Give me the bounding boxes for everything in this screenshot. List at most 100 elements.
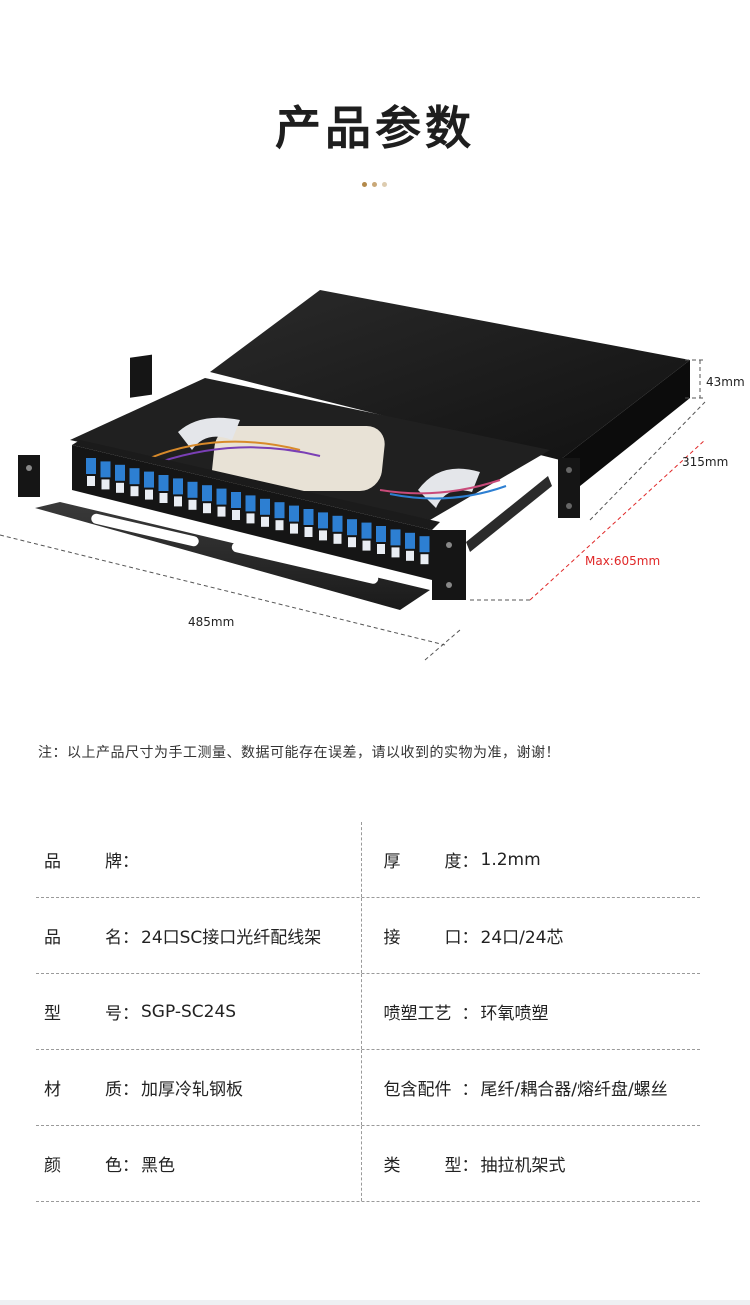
- sc-port-cap: [87, 476, 95, 486]
- spec-key-char: 牌: [105, 852, 122, 872]
- spec-key-char: 型: [44, 1004, 61, 1024]
- spec-key-char: 厚: [383, 852, 401, 872]
- sc-port-row: [86, 458, 430, 565]
- spec-key-char: 材: [44, 1080, 61, 1100]
- spec-value: 环氧喷塑: [480, 1004, 549, 1024]
- sc-port-cap: [116, 482, 124, 493]
- spec-value: 黑色: [141, 1156, 175, 1176]
- spec-value: SGP-SC24S: [141, 1001, 237, 1022]
- spec-value: 24口/24芯: [480, 928, 564, 948]
- spec-key: 接口: [384, 923, 462, 948]
- sc-port: [318, 512, 328, 529]
- max-length-dimension-label: Max:605mm: [585, 554, 660, 568]
- sc-port: [419, 536, 430, 553]
- chassis-side: [560, 360, 690, 502]
- page-title: 产品参数: [275, 101, 475, 155]
- sc-port-cap: [203, 503, 211, 514]
- sc-port-cap: [319, 530, 327, 541]
- spec-key: 品名: [44, 923, 122, 948]
- sc-port: [260, 498, 270, 515]
- sc-port-cap: [217, 506, 226, 517]
- spec-key-char: 型: [444, 1156, 462, 1176]
- sc-port: [231, 492, 241, 508]
- rack-ear-front-right: [432, 530, 466, 600]
- spec-cell-right: 接口：24口/24芯: [362, 898, 701, 973]
- spec-key-char: 包含配件: [383, 1080, 452, 1100]
- sc-port: [347, 519, 357, 536]
- sc-port-cap: [304, 527, 313, 537]
- spec-key: 品牌: [44, 847, 122, 872]
- spec-value: 加厚冷轧钢板: [141, 1080, 243, 1100]
- spec-key-char: 接: [383, 928, 401, 948]
- sc-port-cap: [130, 486, 139, 497]
- sc-port: [405, 532, 415, 549]
- spec-key: 喷塑工艺: [384, 999, 462, 1024]
- height-dimension-label: 43mm: [706, 375, 745, 389]
- sc-port-cap: [362, 540, 371, 551]
- spec-key-char: 号: [105, 1004, 122, 1024]
- spec-colon: ：: [122, 1080, 139, 1100]
- spec-cell-right: 喷塑工艺 ：环氧喷塑: [362, 974, 701, 1049]
- spec-row: 品牌：厚度：1.2mm: [36, 822, 700, 898]
- spec-colon: ：: [122, 852, 139, 872]
- sc-port-cap: [420, 554, 429, 565]
- sc-port-cap: [145, 489, 153, 500]
- depth-dimension-label: 315mm: [682, 455, 728, 469]
- spec-cell-right: 包含配件 ：尾纤/耦合器/熔纤盘/螺丝: [362, 1050, 701, 1125]
- spec-value: 尾纤/耦合器/熔纤盘/螺丝: [480, 1080, 668, 1100]
- sc-port-cap: [246, 513, 255, 524]
- spec-key-char: 色: [105, 1156, 122, 1176]
- sc-port-cap: [406, 550, 414, 561]
- decoration-dot-3: [382, 182, 387, 187]
- sc-port-cap: [232, 510, 240, 520]
- spec-key-char: 口: [444, 928, 462, 948]
- product-figure: 43mm 315mm Max:605mm 485mm: [0, 290, 745, 661]
- spec-cell-right: 类型：抽拉机架式: [362, 1126, 701, 1201]
- spec-key: 材质: [44, 1075, 122, 1100]
- spec-value: 1.2mm: [480, 849, 541, 870]
- spec-row: 颜色：黑色类型：抽拉机架式: [36, 1126, 700, 1202]
- title-decoration-dots: [362, 182, 387, 187]
- sc-port-cap: [188, 499, 197, 510]
- spec-colon: ：: [122, 1004, 139, 1024]
- spec-colon: ：: [461, 1004, 479, 1024]
- sc-port: [158, 475, 169, 491]
- slide-rail: [466, 476, 552, 552]
- spec-value: 抽拉机架式: [480, 1156, 566, 1176]
- spec-key-char: 品: [44, 928, 61, 948]
- spec-key: 颜色: [44, 1151, 122, 1176]
- spec-cell-right: 厚度：1.2mm: [362, 822, 701, 897]
- spec-key-char: 名: [105, 928, 122, 948]
- spec-cell-left: 型号：SGP-SC24S: [36, 974, 362, 1049]
- rack-ear-far: [130, 354, 152, 398]
- spec-cell-left: 颜色：黑色: [36, 1126, 362, 1201]
- sc-port: [376, 526, 386, 542]
- spec-key-char: 质: [105, 1080, 122, 1100]
- spec-cell-left: 品牌：: [36, 822, 362, 897]
- sc-port: [390, 529, 401, 546]
- sc-port: [144, 471, 154, 488]
- sc-port: [216, 488, 227, 505]
- sc-port-cap: [261, 516, 269, 527]
- sc-port-cap: [101, 479, 110, 490]
- spec-key-char: 类: [383, 1156, 401, 1176]
- spec-key: 包含配件: [384, 1075, 462, 1100]
- spec-value: 24口SC接口光纤配线架: [141, 928, 322, 948]
- decoration-dot-2: [372, 182, 377, 187]
- spec-key: 型号: [44, 999, 122, 1024]
- spec-colon: ：: [461, 1156, 479, 1176]
- spec-key-char: 品: [44, 852, 61, 872]
- spec-cell-left: 品名：24口SC接口光纤配线架: [36, 898, 362, 973]
- sc-port-cap: [275, 520, 284, 531]
- chassis-top: [210, 290, 690, 460]
- sc-port: [245, 495, 256, 512]
- spec-colon: ：: [461, 1080, 479, 1100]
- spec-key-char: 喷塑工艺: [383, 1004, 452, 1024]
- rack-ear-right: [558, 458, 580, 518]
- sc-port: [86, 458, 96, 474]
- sc-port-cap: [377, 544, 385, 554]
- spec-key: 类型: [384, 1151, 462, 1176]
- sc-port-cap: [159, 493, 168, 503]
